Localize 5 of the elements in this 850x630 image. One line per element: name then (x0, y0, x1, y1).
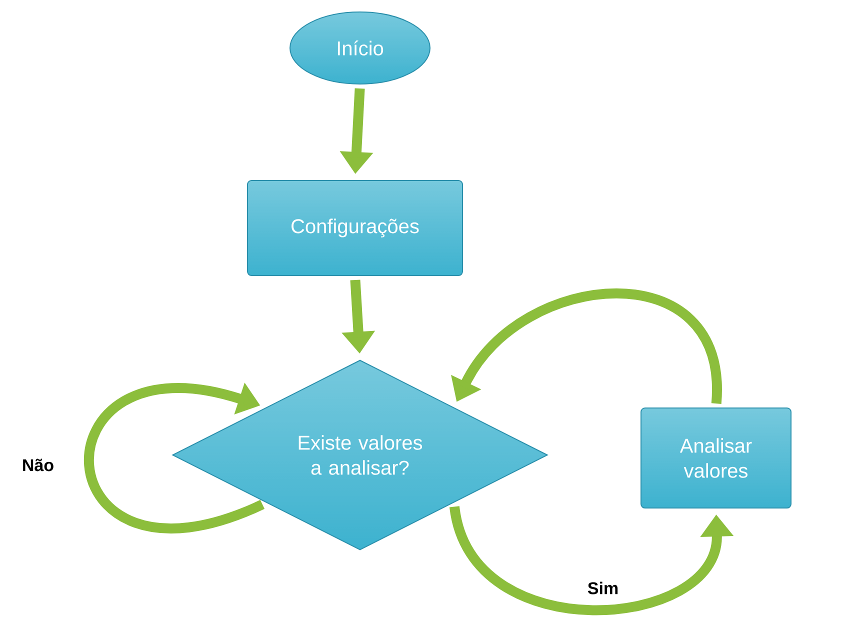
process-box: Configurações (247, 180, 463, 276)
edge-label: Sim (586, 580, 620, 596)
process-box: Analisar valores (640, 408, 792, 508)
arrow (84, 382, 264, 534)
edge-label: Não (20, 458, 56, 472)
